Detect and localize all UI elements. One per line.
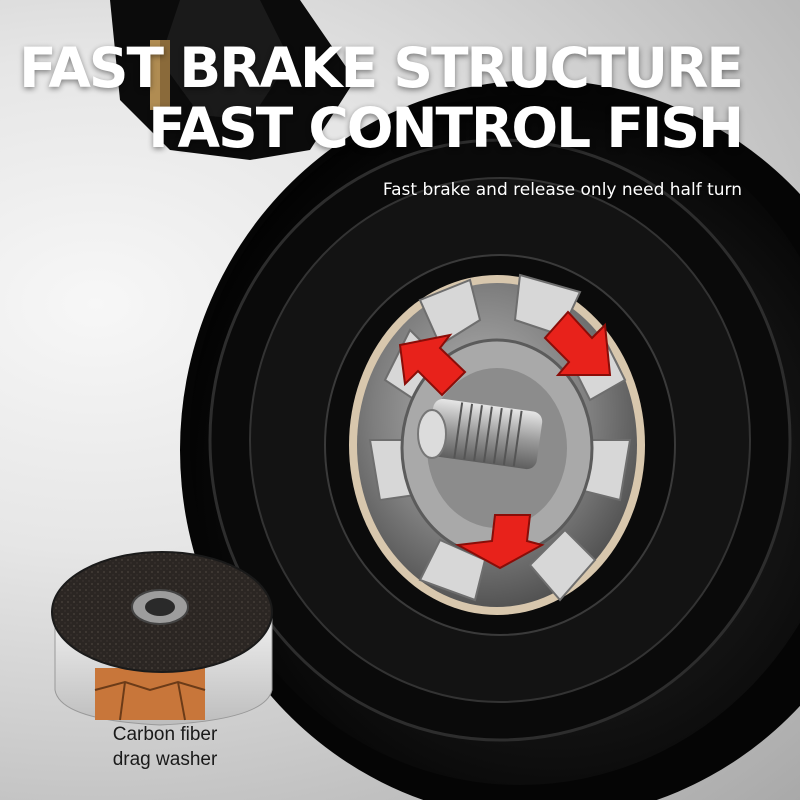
arrow-up-right: [543, 310, 612, 376]
subheadline: Fast brake and release only need half tu…: [382, 180, 742, 200]
washer-caption-line-2: drag washer: [112, 749, 218, 770]
headline-line-2: FAST CONTROL FISH: [148, 96, 744, 160]
headline: FAST BRAKE STRUCTURE FAST CONTROL FISH: [19, 36, 744, 160]
drag-washer: [51, 551, 273, 726]
washer-caption: Carbon fiber drag washer: [90, 722, 240, 772]
washer-caption-line-1: Carbon fiber: [112, 724, 218, 745]
brake-arrows: [398, 310, 612, 570]
reel-handle: [110, 0, 355, 160]
headline-line-1: FAST BRAKE STRUCTURE: [19, 36, 744, 100]
spool-shaft: [417, 398, 543, 470]
arrow-down: [454, 514, 545, 570]
arrow-up-left: [398, 333, 467, 397]
